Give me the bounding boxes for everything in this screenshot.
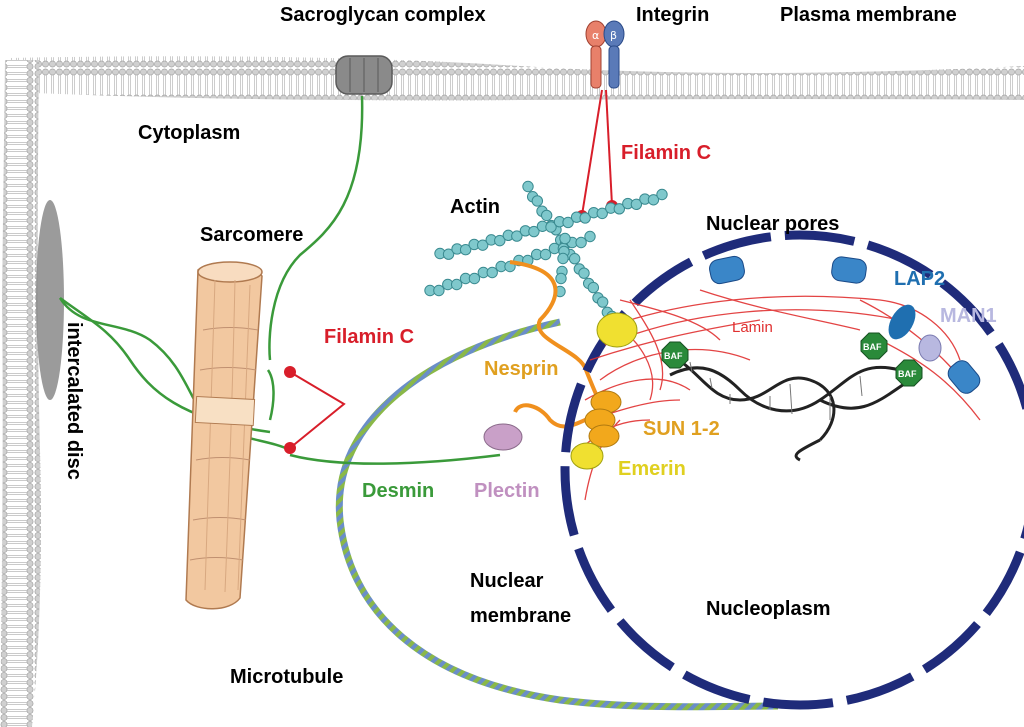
actin-filaments [424,180,668,323]
filamin-c-integrin [581,89,613,216]
desmin-filaments [58,95,501,465]
sarcomere [185,261,263,610]
actin-bead [433,284,445,297]
nucleoplasm-label: Nucleoplasm [706,598,831,620]
actin-bead [587,281,600,294]
actin-label: Actin [450,196,500,218]
actin-bead [575,236,587,249]
lamin-label: Lamin [732,319,773,336]
dna-helix-icon [669,353,911,462]
actin-bead [494,234,506,247]
actin-bead [511,230,523,242]
actin-bead [522,180,534,193]
actin-bead [442,248,455,260]
actin-bead [584,230,596,243]
emerin-icon [570,442,604,470]
actin-bead [647,194,660,206]
nesprin [509,260,607,429]
man1-icon [918,334,942,362]
sun-1-2-label: SUN 1-2 [643,418,720,440]
actin-bead [596,296,609,308]
filamin-c-top-label: Filamin C [621,142,712,164]
man1-label: MAN1 [940,305,997,327]
plasma-membrane [10,56,1024,101]
actin-bead [555,272,567,285]
actin-bead [630,198,643,211]
cytoplasm-label: Cytoplasm [138,122,241,144]
plasma-membrane-label: Plasma membrane [780,4,957,26]
actin-bead [476,239,489,251]
emerin-label: Emerin [618,458,686,480]
lap2-icon [888,304,916,340]
actin-bead [656,188,668,201]
nuclear-envelope [560,230,1024,710]
actin-bead [557,252,569,265]
actin-bead [459,243,472,256]
microtubule [335,318,779,711]
nuclear-membrane-label-line1: Nuclear [470,570,544,592]
baf-label-2: BAF [863,342,882,352]
integrin-label: Integrin [636,4,710,26]
actin-bead [596,207,608,220]
actin-bead [531,195,544,207]
actin-bead [559,232,571,245]
actin-bead [578,267,590,279]
actin-bead [528,225,540,238]
nuclear-pores-label: Nuclear pores [706,213,840,235]
filamin-c-sarcomere [289,371,346,449]
lap2-label: LAP2 [894,268,946,290]
actin-bead [545,221,557,233]
baf-label-3: BAF [898,369,917,379]
sacroglycan-complex-label: Sacroglycan complex [280,4,486,26]
actin-bead [450,278,463,291]
actin-bead [540,209,553,222]
nuclear-pore-icon [709,255,981,394]
desmin-label: Desmin [362,480,435,502]
baf-label-1: BAF [664,351,683,361]
actin-bead [486,266,498,279]
actin-bead [613,203,626,215]
plectin-label: Plectin [474,480,540,502]
microtubule-label: Microtubule [230,666,344,688]
dna-rungs [689,361,863,420]
actin-bead [539,248,552,261]
plectin-icon [483,423,523,451]
integrin-beta-symbol: β [610,29,617,42]
actin-bead [579,212,591,224]
actin-bead [562,216,574,229]
actin-bead [468,272,481,285]
sarcomere-label: Sarcomere [200,224,304,246]
sacroglycan-complex-icon [335,55,393,95]
intercalated-disc-label: intercalated disc [63,322,85,480]
integrin-alpha-symbol: α [592,29,599,42]
integrin-beta-icon [603,20,625,89]
integrin-alpha-icon [585,20,607,89]
filamin-c-left-label: Filamin C [324,326,415,348]
baf-icon [661,332,923,387]
nesprin-label: Nesprin [484,358,559,380]
intercalated-disc-membrane [0,60,64,727]
nuclear-membrane-label-line2: membrane [470,605,572,627]
sun-1-2-icon [584,390,622,448]
actin-bead [568,253,581,265]
emerin-icon-top [596,312,638,348]
